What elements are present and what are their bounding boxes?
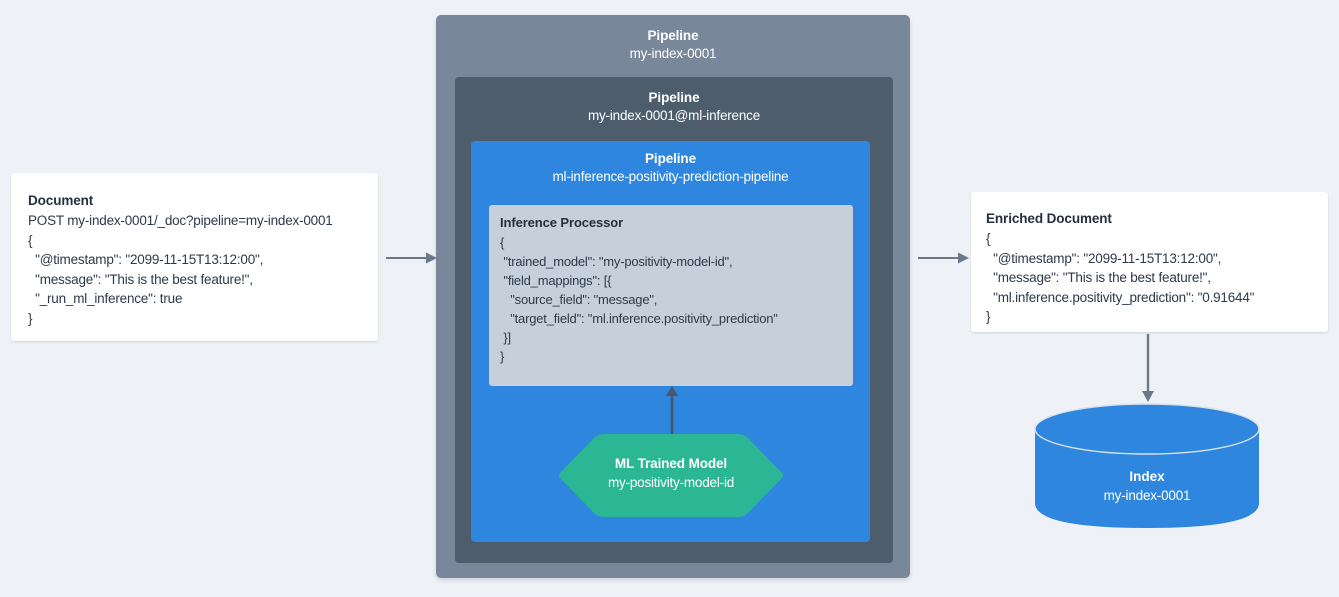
inference-processor-line: } [500,349,505,364]
ml-trained-model-node: ML Trained Model my-positivity-model-id [557,432,785,519]
pipeline-outer-header: Pipeline my-index-0001 [436,27,910,63]
inference-processor-title: Inference Processor [500,215,624,230]
enriched-document-card-line: "ml.inference.positivity_prediction": "0… [986,289,1255,305]
document-card-line: } [28,310,33,326]
inference-processor-line: }] [500,330,511,345]
inference-processor-line: "target_field": "ml.inference.positivity… [500,311,778,326]
document-card-line: "@timestamp": "2099-11-15T13:12:00", [28,252,264,267]
inference-processor-line: "source_field": "message", [500,292,658,307]
document-card-line: "_run_ml_inference": true [28,291,183,306]
pipeline-inner-name: ml-inference-positivity-prediction-pipel… [552,169,789,184]
pipeline-inner-header: Pipeline ml-inference-positivity-predict… [471,150,870,186]
document-card-line: POST my-index-0001/_doc?pipeline=my-inde… [28,213,333,228]
arrow-model-to-processor [666,386,678,434]
pipeline-middle-kind: Pipeline [648,90,700,105]
enriched-document-card-line: "@timestamp": "2099-11-15T13:12:00", [986,250,1222,266]
pipeline-inner-kind: Pipeline [645,151,696,166]
enriched-document-card-title: Enriched Document [986,211,1112,226]
index-node: Index my-index-0001 [1034,403,1260,529]
arrow-document-to-pipeline [386,252,437,264]
inference-processor-line: { [500,235,505,250]
document-card-title: Document [28,193,94,208]
inference-processor-panel: Inference Processor { "trained_model": "… [489,205,853,386]
inference-processor-line: "trained_model": "my-positivity-model-id… [500,254,733,269]
arrow-enriched-document-to-index [1142,334,1154,402]
inference-processor-line: "field_mappings": [{ [500,273,612,288]
cylinder-shape [1034,403,1260,528]
pipeline-middle-name: my-index-0001@ml-inference [587,108,761,123]
document-card-line: "message": "This is the best feature!", [28,271,253,287]
pipeline-middle-header: Pipeline my-index-0001@ml-inference [455,89,893,125]
enriched-document-card: Enriched Document { "@timestamp": "2099-… [971,192,1328,332]
enriched-document-card-line: "message": "This is the best feature!", [986,270,1211,285]
pipeline-outer-name: my-index-0001 [629,46,717,61]
enriched-document-card-line: } [986,309,991,324]
arrow-pipeline-to-enriched-document [918,252,969,264]
hexagon-shape [559,434,783,517]
document-card-line: { [28,232,33,248]
enriched-document-card-line: { [986,231,991,246]
document-card: Document POST my-index-0001/_doc?pipelin… [11,173,378,341]
pipeline-outer-kind: Pipeline [647,28,699,43]
